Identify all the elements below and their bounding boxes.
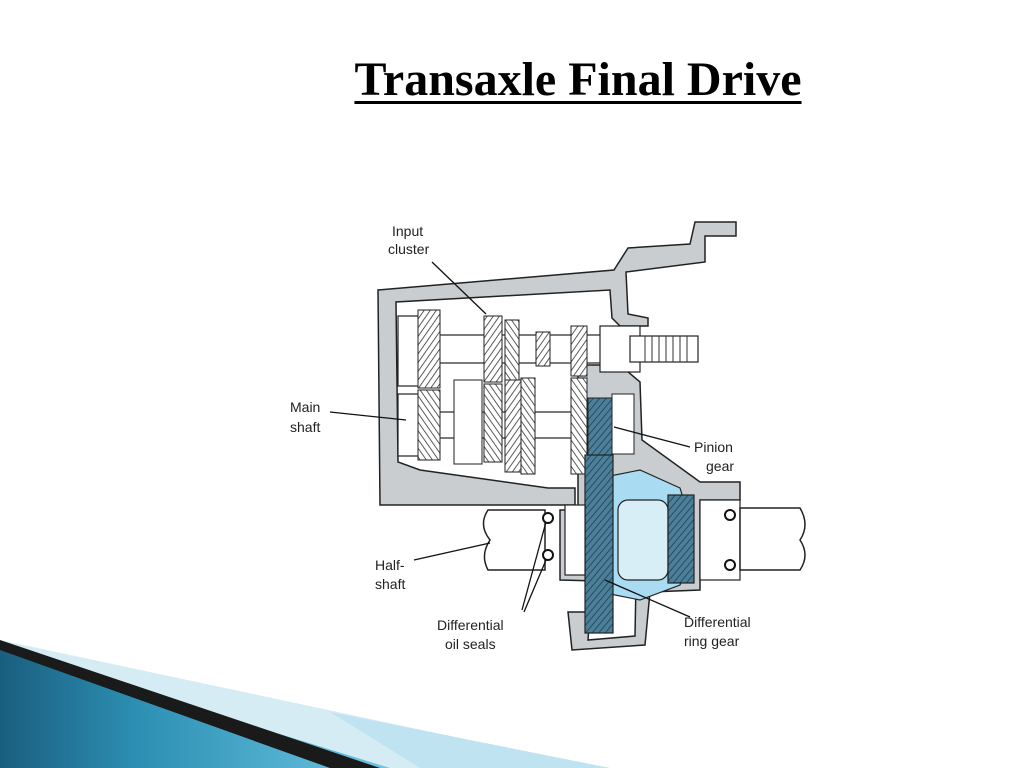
pinion-gear-leader xyxy=(613,426,691,448)
slide-title: Transaxle Final Drive xyxy=(354,53,802,106)
differential xyxy=(599,469,741,601)
half-shaft-leader xyxy=(413,542,491,561)
main-shaft-leader xyxy=(329,411,407,421)
main-shaft-label: Main xyxy=(290,399,320,415)
pinion-gear xyxy=(587,393,635,461)
footer-pale-stripe xyxy=(330,712,610,768)
oil-seals-leader-2 xyxy=(523,559,547,613)
pinion-gear-label: Pinion xyxy=(694,439,733,455)
half-shaft-right xyxy=(739,507,806,571)
ring-gear-leader xyxy=(604,579,691,618)
pinion-gear-label-2: gear xyxy=(706,458,734,474)
input-cluster-label-2: cluster xyxy=(388,241,430,257)
transaxle-diagram: Input cluster Main shaft Pinion gear Hal… xyxy=(290,221,806,652)
input-cluster-gears xyxy=(417,309,588,389)
differential-oil-seals xyxy=(542,509,736,571)
diff-oil-seals-label-2: oil seals xyxy=(445,636,496,652)
main-shaft-gears xyxy=(417,377,588,475)
diff-ring-gear-label-2: ring gear xyxy=(684,633,740,649)
half-shaft-label-2: shaft xyxy=(375,576,405,592)
diff-ring-gear-label: Differential xyxy=(684,614,751,630)
diff-oil-seals-label: Differential xyxy=(437,617,504,633)
input-cluster-label: Input xyxy=(392,223,423,239)
input-cluster-leader xyxy=(431,261,487,315)
half-shaft-label: Half- xyxy=(375,557,405,573)
footer-black-stripe xyxy=(0,640,380,768)
decorative-footer-swoosh xyxy=(0,640,610,768)
differential-ring-gear xyxy=(584,454,614,634)
half-shaft-left xyxy=(482,504,586,576)
main-shaft-label-2: shaft xyxy=(290,419,320,435)
oil-seals-leader-1 xyxy=(521,521,547,611)
